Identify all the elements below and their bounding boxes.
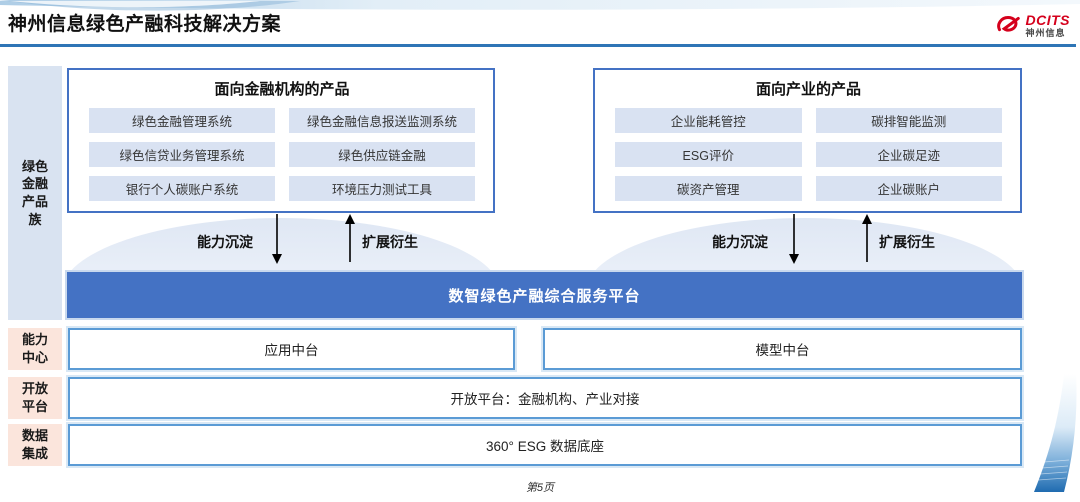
logo-brand-text: DCITS — [1025, 11, 1070, 28]
arrow-down-icon — [789, 214, 799, 264]
middle-platform-application: 应用中台 — [68, 328, 515, 370]
product-group-industry: 面向产业的产品 企业能耗管控 碳排智能监测 ESG评价 企业碳足迹 碳资产管理 … — [593, 68, 1022, 213]
logo-company-text: 神州信息 — [1025, 27, 1066, 38]
product-tile: 绿色供应链金融 — [289, 142, 475, 167]
sidebar-capability-label: 能力中心 — [21, 332, 48, 365]
arrow-up-icon — [862, 214, 872, 262]
dome-decoration-right — [585, 218, 1025, 272]
product-tile: 碳资产管理 — [615, 176, 802, 201]
esg-data-base-bar: 360° ESG 数据底座 — [68, 424, 1022, 466]
arrow-down-icon — [272, 214, 282, 264]
page-number: 第5页 — [525, 482, 555, 494]
product-tile: 绿色金融信息报送监测系统 — [289, 108, 475, 133]
product-tile: 绿色信贷业务管理系统 — [89, 142, 275, 167]
product-tile: 环境压力测试工具 — [289, 176, 475, 201]
company-logo: DCITS 神州信息 — [992, 10, 1071, 40]
sidebar-data-integration-label: 数据集成 — [21, 428, 48, 461]
product-tile: 企业能耗管控 — [615, 108, 802, 133]
sidebar-data-integration: 数据集成 — [8, 424, 62, 466]
product-group-industry-title: 面向产业的产品 — [755, 81, 861, 98]
flow-label-derive-right: 扩展衍生 — [879, 234, 935, 250]
flow-label-derive-left: 扩展衍生 — [362, 234, 418, 250]
product-tile: 碳排智能监测 — [815, 108, 1002, 133]
sidebar-capability-center: 能力中心 — [8, 328, 62, 370]
flow-arrows-strip: 能力沉淀 扩展衍生 能力沉淀 扩展衍生 — [0, 212, 1080, 272]
product-group-financial-grid: 绿色金融管理系统 绿色金融信息报送监测系统 绿色信贷业务管理系统 绿色供应链金融… — [89, 108, 475, 201]
sidebar-product-family-label: 绿色金融产品族 — [21, 158, 48, 227]
flow-label-capability-left: 能力沉淀 — [197, 234, 253, 250]
product-tile: 企业碳账户 — [815, 176, 1002, 201]
flow-label-capability-right: 能力沉淀 — [712, 234, 768, 250]
page-title: 神州信息绿色产融科技解决方案 — [8, 14, 282, 35]
arrow-up-icon — [345, 214, 355, 262]
product-tile: 银行个人碳账户系统 — [89, 176, 275, 201]
middle-platform-model: 模型中台 — [543, 328, 1022, 370]
open-platform-bar: 开放平台：金融机构、产业对接 — [68, 377, 1022, 419]
product-group-industry-grid: 企业能耗管控 碳排智能监测 ESG评价 企业碳足迹 碳资产管理 企业碳账户 — [615, 108, 1002, 201]
dcits-swirl-icon — [996, 15, 1020, 32]
title-underline — [0, 44, 1076, 47]
platform-bar: 数智绿色产融综合服务平台 — [67, 272, 1022, 318]
corner-swoosh-decoration — [1034, 374, 1077, 492]
product-group-financial-title: 面向金融机构的产品 — [214, 81, 350, 98]
product-tile: ESG评价 — [615, 142, 802, 167]
product-tile: 绿色金融管理系统 — [89, 108, 275, 133]
product-group-financial: 面向金融机构的产品 绿色金融管理系统 绿色金融信息报送监测系统 绿色信贷业务管理… — [67, 68, 495, 213]
product-tile: 企业碳足迹 — [815, 142, 1002, 167]
sidebar-open-platform-label: 开放平台 — [21, 381, 48, 414]
sidebar-product-family: 绿色金融产品族 — [8, 66, 62, 320]
sidebar-open-platform: 开放平台 — [8, 377, 62, 419]
